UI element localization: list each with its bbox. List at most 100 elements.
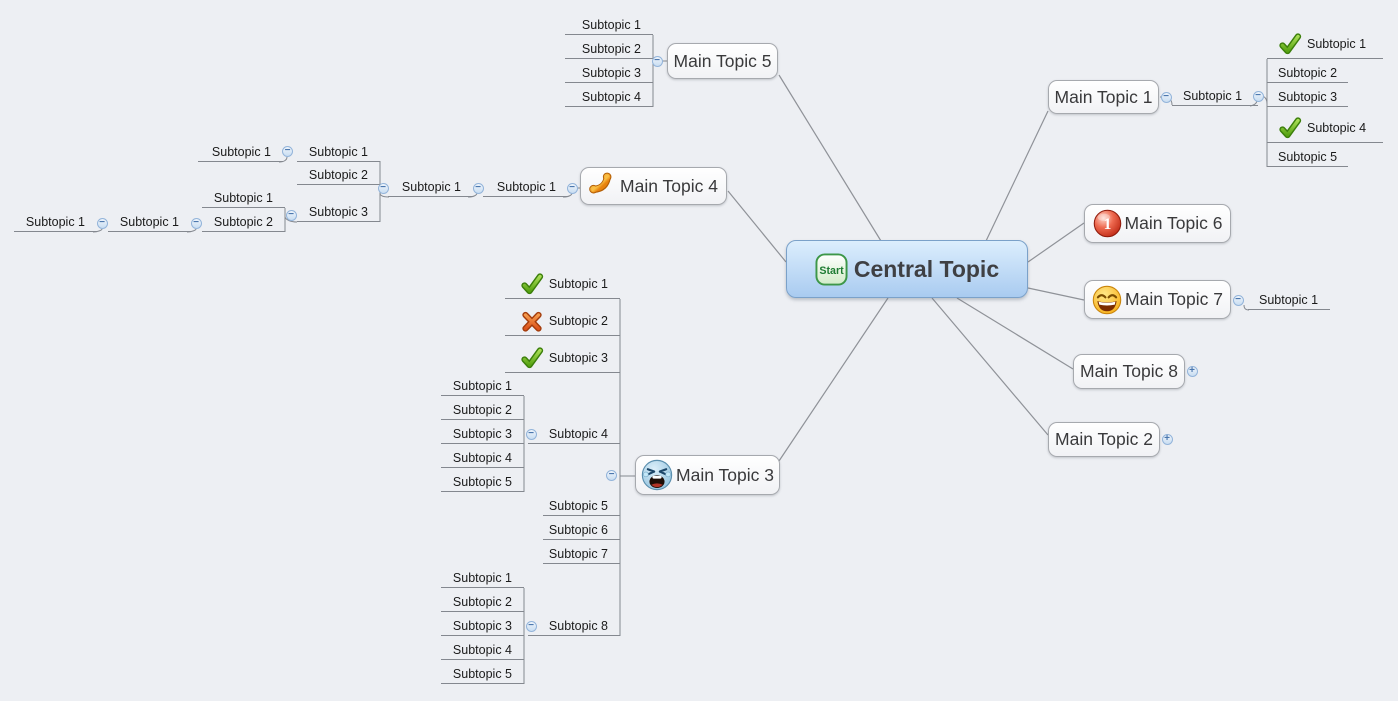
collapse-toggle-mt5[interactable]: − <box>651 55 663 67</box>
subtopic-mt3s6[interactable]: Subtopic 6 <box>543 520 620 540</box>
topic-label: Subtopic 2 <box>452 402 512 417</box>
central-topic[interactable]: Start Central Topic <box>786 240 1028 298</box>
topic-label: Subtopic 1 <box>119 214 179 229</box>
subtopic-mt7s1[interactable]: Subtopic 1 <box>1248 290 1330 310</box>
subtopic-mt3s5[interactable]: Subtopic 5 <box>543 496 620 516</box>
collapse-toggle-r3[interactable]: − <box>285 209 297 221</box>
subtopic-mt1c1[interactable]: Subtopic 1 <box>1267 29 1383 59</box>
main-topic-4[interactable]: Main Topic 4 <box>580 167 727 205</box>
subtopic-mt4s1[interactable]: Subtopic 1 <box>483 177 568 197</box>
topic-label: Subtopic 1 <box>548 276 608 291</box>
subtopic-r2[interactable]: Subtopic 2 <box>297 165 380 185</box>
collapse-toggle-mt1[interactable]: − <box>1160 91 1172 103</box>
subtopic-mt1c2[interactable]: Subtopic 2 <box>1267 63 1348 83</box>
subtopic-mt3s3[interactable]: Subtopic 3 <box>505 343 620 373</box>
topic-label: Subtopic 1 <box>401 179 461 194</box>
connector-line <box>1027 222 1085 263</box>
subtopic-mt3s1[interactable]: Subtopic 1 <box>505 269 620 299</box>
topic-label: Subtopic 3 <box>1278 89 1338 104</box>
subtopic-r3c1[interactable]: Subtopic 1 <box>202 188 285 208</box>
main-topic-8[interactable]: Main Topic 8 <box>1073 354 1185 389</box>
collapse-toggle-r3c2c[interactable]: − <box>96 217 108 229</box>
subtopic-mt5s1[interactable]: Subtopic 1 <box>565 15 653 35</box>
collapse-toggle-mt2[interactable]: + <box>1161 433 1173 445</box>
subtopic-s8c3[interactable]: Subtopic 3 <box>441 616 524 636</box>
collapse-toggle-r3c2[interactable]: − <box>190 217 202 229</box>
topic-label: Subtopic 5 <box>1278 149 1338 164</box>
main-topic-7[interactable]: Main Topic 7 <box>1084 280 1231 319</box>
topic-label: Main Topic 8 <box>1080 361 1178 381</box>
subtopic-mt1s1[interactable]: Subtopic 1 <box>1172 86 1258 106</box>
subtopic-s4c3[interactable]: Subtopic 3 <box>441 424 524 444</box>
topic-label: Subtopic 3 <box>581 65 641 80</box>
svg-text:Start: Start <box>819 264 844 276</box>
connector-line <box>1262 95 1268 105</box>
subtopic-mt1c3[interactable]: Subtopic 3 <box>1267 87 1348 107</box>
topic-label: Subtopic 1 <box>1259 292 1319 307</box>
collapse-toggle-mt7[interactable]: − <box>1232 294 1244 306</box>
subtopic-mt1c4[interactable]: Subtopic 4 <box>1267 113 1383 143</box>
cry-icon <box>641 459 673 491</box>
subtopic-mt1c5[interactable]: Subtopic 5 <box>1267 147 1348 167</box>
laugh-icon <box>1092 285 1122 314</box>
subtopic-s8c2[interactable]: Subtopic 2 <box>441 592 524 612</box>
subtopic-mt5s4[interactable]: Subtopic 4 <box>565 87 653 107</box>
topic-label: Subtopic 4 <box>581 89 641 104</box>
collapse-toggle-mt4[interactable]: − <box>566 182 578 194</box>
main-topic-5[interactable]: Main Topic 5 <box>667 43 778 79</box>
topic-label: Subtopic 3 <box>548 350 608 365</box>
subtopic-mt3s7[interactable]: Subtopic 7 <box>543 544 620 564</box>
subtopic-s4c4[interactable]: Subtopic 4 <box>441 448 524 468</box>
subtopic-mt3s8[interactable]: Subtopic 8 <box>528 616 620 636</box>
topic-label: Subtopic 1 <box>213 190 273 205</box>
collapse-toggle-mt4s1s1[interactable]: − <box>377 182 389 194</box>
subtopic-r3[interactable]: Subtopic 3 <box>297 202 380 222</box>
check-icon <box>521 272 544 294</box>
start-flag-icon: Start <box>815 252 848 286</box>
collapse-toggle-mt3s8[interactable]: − <box>525 620 537 632</box>
collapse-toggle-mt8[interactable]: + <box>1186 365 1198 377</box>
subtopic-s8c1[interactable]: Subtopic 1 <box>441 568 524 588</box>
connector-line <box>284 216 298 223</box>
subtopic-s4c2[interactable]: Subtopic 2 <box>441 400 524 420</box>
subtopic-r1c[interactable]: Subtopic 1 <box>198 142 283 162</box>
connector-line <box>778 297 889 462</box>
connector-line <box>727 190 787 263</box>
subtopic-mt5s2[interactable]: Subtopic 2 <box>565 39 653 59</box>
subtopic-mt3s4[interactable]: Subtopic 4 <box>528 424 620 444</box>
subtopic-r3c2c[interactable]: Subtopic 1 <box>108 212 191 232</box>
main-topic-3[interactable]: Main Topic 3 <box>635 455 780 495</box>
topic-label: Subtopic 4 <box>452 642 512 657</box>
subtopic-mt5s3[interactable]: Subtopic 3 <box>565 63 653 83</box>
subtopic-r1[interactable]: Subtopic 1 <box>297 142 380 162</box>
subtopic-s8c5[interactable]: Subtopic 5 <box>441 664 524 684</box>
topic-label: Subtopic 3 <box>452 618 512 633</box>
connector-line <box>985 110 1049 242</box>
svg-text:1: 1 <box>1103 216 1111 233</box>
subtopic-s4c1[interactable]: Subtopic 1 <box>441 376 524 396</box>
topic-label: Subtopic 3 <box>308 204 368 219</box>
collapse-toggle-mt1s1[interactable]: − <box>1252 90 1264 102</box>
collapse-toggle-r1[interactable]: − <box>282 146 293 157</box>
topic-label: Subtopic 3 <box>452 426 512 441</box>
topic-label: Subtopic 4 <box>1307 120 1367 135</box>
collapse-toggle-mt3[interactable]: − <box>606 470 617 481</box>
main-topic-2[interactable]: Main Topic 2 <box>1048 422 1160 457</box>
subtopic-s4c5[interactable]: Subtopic 5 <box>441 472 524 492</box>
phone-icon <box>589 172 612 194</box>
collapse-toggle-mt3s4[interactable]: − <box>525 428 537 440</box>
topic-label: Subtopic 7 <box>548 546 608 561</box>
collapse-toggle-mt4s1[interactable]: − <box>472 182 484 194</box>
topic-label: Subtopic 1 <box>308 144 368 159</box>
subtopic-r3c2[interactable]: Subtopic 2 <box>202 212 285 232</box>
topic-label: Main Topic 5 <box>673 50 772 71</box>
subtopic-mt3s2[interactable]: Subtopic 2 <box>505 306 620 336</box>
topic-label: Subtopic 2 <box>548 313 608 328</box>
connector-line <box>1027 287 1085 301</box>
main-topic-1[interactable]: Main Topic 1 <box>1048 80 1159 114</box>
subtopic-s8c4[interactable]: Subtopic 4 <box>441 640 524 660</box>
subtopic-r3c2cc[interactable]: Subtopic 1 <box>14 212 97 232</box>
subtopic-mt4s1s1[interactable]: Subtopic 1 <box>388 177 473 197</box>
topic-label: Subtopic 4 <box>548 426 608 441</box>
